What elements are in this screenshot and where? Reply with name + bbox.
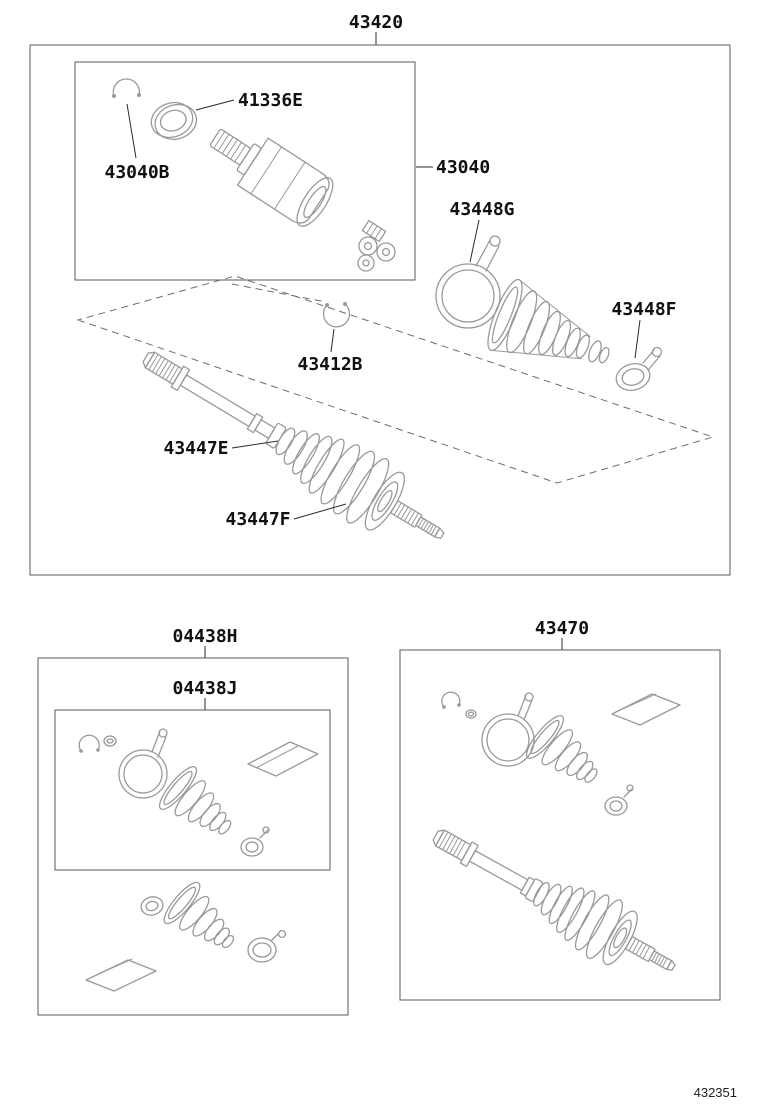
spare-clamp-drawing: [247, 929, 287, 963]
assembly-path-dashed: [231, 283, 327, 303]
inner-joint-kit-box: [74, 61, 416, 281]
rh-grease-packet-drawing: [611, 693, 681, 726]
kit-snap-ring-drawing: [78, 734, 100, 753]
shaft-assembly-box: [399, 649, 721, 1001]
rh-boot-drawing: [525, 715, 598, 783]
leader-line-43412b: [330, 328, 335, 353]
inboard-boot-drawing: [487, 278, 610, 364]
tripod-rollers-drawing: [357, 219, 396, 272]
spare-ring-drawing: [140, 896, 164, 916]
part-label-43448g: 43448G: [449, 199, 514, 220]
shaft-snap-ring-drawing: [322, 302, 351, 328]
kit-washer-drawing: [103, 735, 117, 747]
leader-line-43447f: [293, 503, 347, 520]
part-label-43040b: 43040B: [104, 162, 169, 183]
part-label-43040: 43040: [436, 157, 490, 178]
main-assembly-box: [29, 44, 731, 576]
inboard-large-clamp-drawing: [435, 235, 501, 329]
leader-line-43447e: [231, 440, 279, 449]
part-label-43448f: 43448F: [611, 299, 676, 320]
part-label-43447f: 43447F: [225, 509, 290, 530]
inboard-small-clamp-drawing: [615, 346, 663, 391]
boot-kit-box: [37, 657, 349, 1016]
rh-snap-ring-drawing: [441, 691, 461, 709]
assembly-plane-dashed: [76, 275, 715, 484]
inner-snap-ring-drawing: [112, 78, 141, 98]
inner-joint-drawing: [209, 128, 334, 227]
kit-small-clamp-drawing: [240, 826, 270, 857]
part-label-43470: 43470: [535, 618, 589, 639]
leader-line-43040b: [126, 103, 137, 159]
seal-ring-drawing: [150, 101, 198, 140]
rh-washer-drawing: [465, 709, 477, 719]
rh-small-clamp-drawing: [604, 784, 634, 816]
boot-kit-inner-box: [54, 709, 331, 871]
kit-boot-drawing: [158, 766, 232, 835]
leader-line-43448g: [469, 219, 480, 263]
kit-large-clamp-drawing: [118, 728, 168, 799]
diagram-code-text: 432351: [694, 1085, 737, 1100]
part-label-43420: 43420: [349, 12, 403, 33]
leader-line-43448f: [634, 319, 641, 359]
part-label-04438j: 04438J: [172, 678, 237, 699]
leader-line-41336e: [195, 99, 235, 111]
part-label-43447e: 43447E: [163, 438, 228, 459]
kit-grease-packet-drawing: [247, 741, 319, 777]
rh-drive-shaft-drawing: [432, 829, 676, 971]
spare-boot-drawing: [163, 881, 235, 949]
rh-large-clamp-drawing: [481, 692, 535, 767]
spare-grease-packet-drawing: [85, 958, 157, 992]
part-label-41336e: 41336E: [238, 90, 303, 111]
drive-shaft-drawing: [142, 351, 445, 539]
part-label-04438h: 04438H: [172, 626, 237, 647]
part-label-43412b: 43412B: [297, 354, 362, 375]
